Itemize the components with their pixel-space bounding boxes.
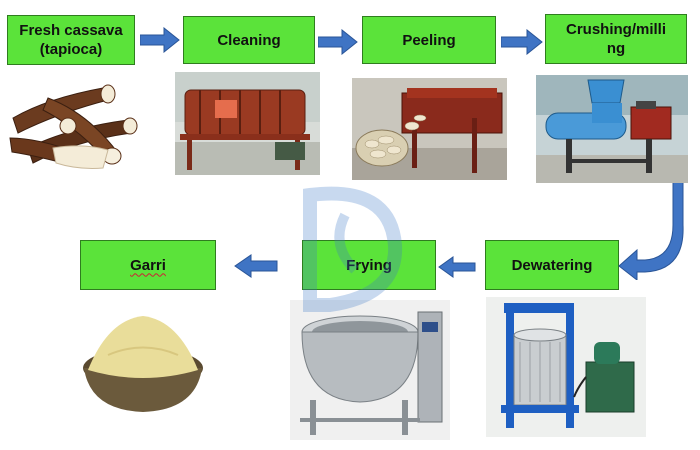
step-cleaning-label: Cleaning <box>217 31 281 49</box>
garri-bowl-photo <box>78 310 208 420</box>
arrow-right-icon <box>501 29 543 55</box>
arrow-left-icon <box>438 256 476 278</box>
step-peeling: Peeling <box>362 16 496 64</box>
step-garri: Garri <box>80 240 216 290</box>
cassava-roots-photo <box>8 78 143 173</box>
step-crushing: Crushing/milli ng <box>545 14 687 64</box>
curved-arrow-down-left-icon <box>618 180 684 280</box>
step-frying-label: Frying <box>346 256 392 274</box>
step-fresh-cassava: Fresh cassava (tapioca) <box>7 15 135 65</box>
arrow-right-icon <box>318 29 358 55</box>
step-peeling-label: Peeling <box>402 31 456 49</box>
step-dewatering: Dewatering <box>485 240 619 290</box>
step-crushing-line1: Crushing/milli <box>565 21 666 38</box>
hydraulic-press-photo <box>486 297 646 437</box>
step-frying: Frying <box>302 240 436 290</box>
crusher-machine-photo <box>536 75 688 183</box>
arrow-left-icon <box>234 254 278 278</box>
step-dewatering-label: Dewatering <box>511 256 593 274</box>
step-crushing-line2: ng <box>606 40 626 57</box>
frying-kettle-photo <box>290 300 450 440</box>
peeling-machine-photo <box>352 78 507 180</box>
step-garri-label: Garri <box>130 256 166 274</box>
step-fresh-cassava-line2: (tapioca) <box>39 41 103 58</box>
arrow-right-icon <box>140 27 180 53</box>
drum-washer-photo <box>175 72 320 175</box>
step-cleaning: Cleaning <box>183 16 315 64</box>
step-fresh-cassava-line1: Fresh cassava <box>19 22 123 39</box>
